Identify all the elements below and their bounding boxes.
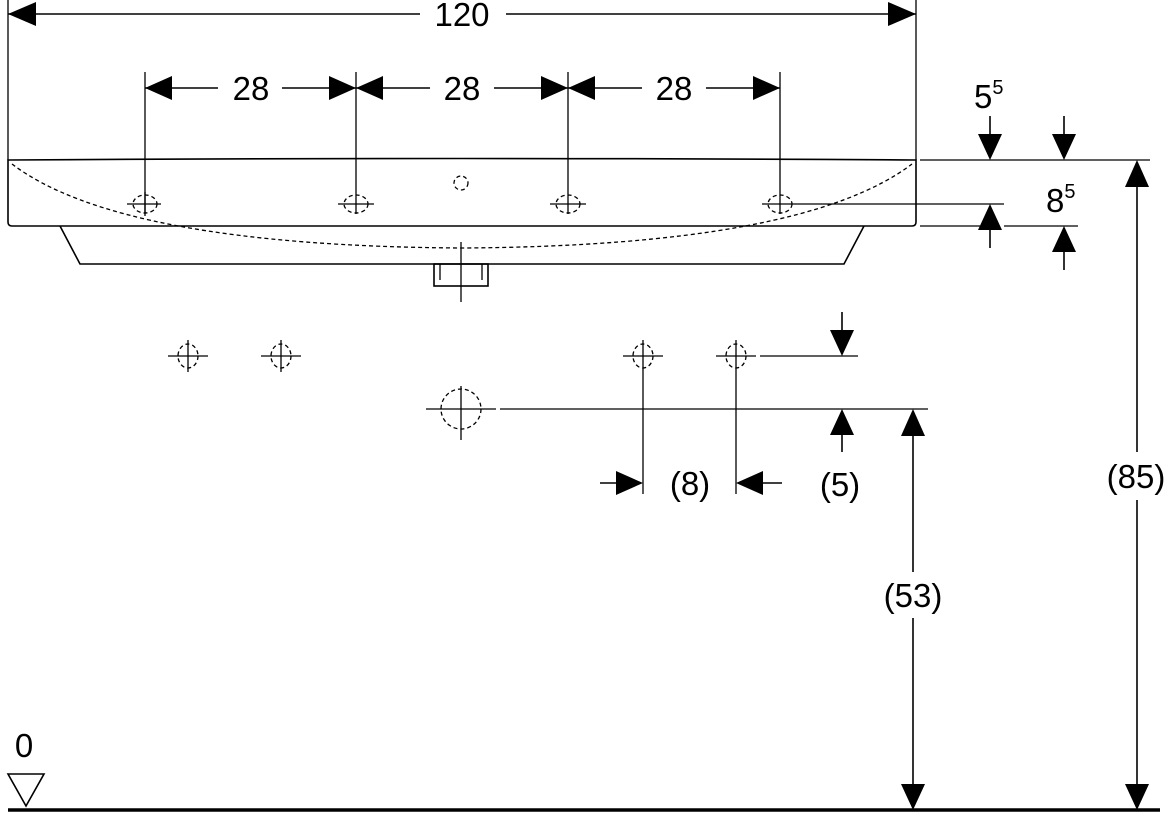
wall-fixing-2	[261, 340, 301, 372]
tap-hole-1	[127, 192, 161, 216]
drain-connection-marker	[426, 386, 928, 440]
fixing-height-label: 85	[1046, 181, 1075, 219]
tap-hole-spacing-dimensions: 28 28 28	[144, 70, 781, 214]
fixing-height-dimension: 85	[920, 181, 1078, 270]
drain-height-dimension: (53)	[884, 409, 943, 810]
horizontal-offset-dimension: (8)	[600, 372, 782, 502]
tap-hole-2	[338, 194, 374, 214]
tap-hole-3	[550, 194, 586, 214]
rim-thickness-dimension: 55	[920, 77, 1150, 161]
horizontal-offset-label: (8)	[670, 465, 710, 502]
overall-width-label: 120	[434, 0, 489, 33]
rim-height-dimension: (85)	[1107, 160, 1166, 810]
floor-level-label: 0	[15, 727, 33, 764]
tap-hole-markers	[127, 192, 1004, 216]
drain-height-label: (53)	[884, 577, 943, 614]
wall-fixing-1	[168, 340, 208, 372]
floor-level-triangle-icon	[6, 773, 46, 808]
wall-fixing-markers	[168, 340, 858, 372]
wall-fixing-3	[623, 340, 663, 372]
washbasin-body	[7, 157, 917, 302]
overall-width-dimension: 120	[7, 0, 917, 160]
rim-height-label: (85)	[1107, 458, 1166, 495]
rim-thickness-label: 55	[974, 77, 1003, 115]
spacing-3-label: 28	[656, 70, 693, 107]
wall-fixing-4	[716, 340, 756, 372]
spacing-2-label: 28	[444, 70, 481, 107]
floor-level: 0	[6, 727, 1160, 812]
tap-hole-4	[762, 194, 1004, 214]
vertical-offset-label: (5)	[820, 466, 860, 503]
vertical-offset-dimension: (5)	[820, 312, 860, 503]
spacing-1-label: 28	[233, 70, 270, 107]
